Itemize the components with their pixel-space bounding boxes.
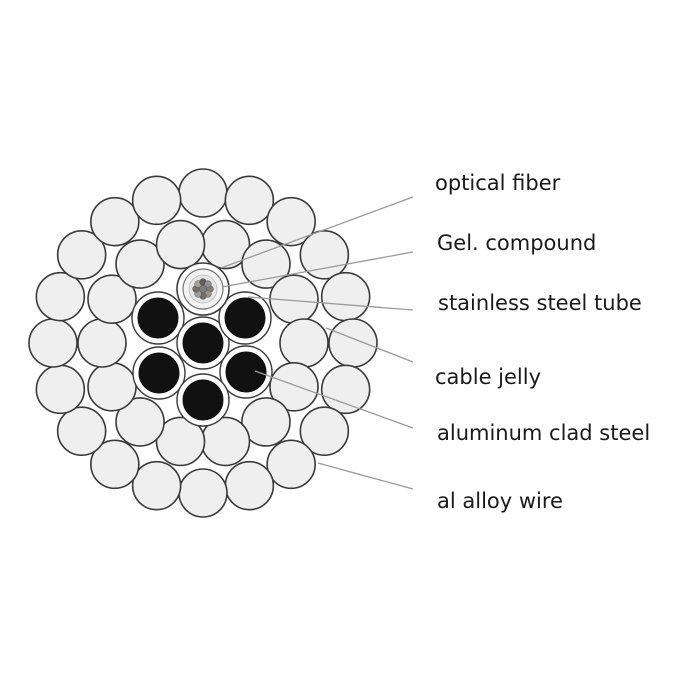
al-alloy-wire-inner (241, 239, 291, 289)
al-alloy-wire-outer (35, 271, 86, 322)
al-alloy-wire-outer (266, 196, 316, 247)
al-alloy-wire-outer (131, 175, 182, 226)
al-alloy-wire-outer (224, 460, 275, 511)
al-alloy-wire-outer (299, 406, 350, 456)
label-optical-fiber: optical fiber (435, 171, 561, 195)
al-alloy-wire-inner (241, 397, 291, 447)
aluminum-clad-steel-core (138, 352, 180, 394)
al-alloy-wire-inner (155, 416, 206, 467)
aluminum-clad-steel-core (182, 322, 224, 364)
al-alloy-wire-inner (269, 362, 319, 412)
leader-line (247, 296, 414, 311)
optical-fiber-strand (204, 280, 212, 288)
al-alloy-wire-outer (266, 439, 316, 490)
al-alloy-wire-outer (320, 364, 371, 415)
al-alloy-wire-inner (87, 274, 137, 324)
al-alloy-wire-inner (279, 318, 329, 368)
leader-lines (220, 196, 414, 490)
al-alloy-wire-outer (90, 439, 140, 490)
al-alloy-wire-outer (224, 175, 275, 226)
al-alloy-wire-outer (299, 230, 350, 280)
al-alloy-wire-outer (320, 271, 371, 322)
al-alloy-wire-outer (178, 468, 228, 518)
al-alloy-wire-outer (35, 364, 86, 415)
al-alloy-wire-outer (328, 318, 378, 368)
al-alloy-wire-inner (87, 362, 137, 412)
wires-layer (28, 168, 378, 518)
label-cable-jelly: cable jelly (435, 365, 542, 389)
leader-line (221, 251, 414, 288)
al-alloy-wire-inner (155, 219, 206, 270)
label-al-alloy-wire: al alloy wire (437, 489, 563, 513)
leader-line (220, 196, 414, 269)
aluminum-clad-steel-core (182, 379, 224, 421)
optical-fiber-strand (199, 285, 207, 293)
al-alloy-wire-outer (56, 406, 107, 456)
aluminum-clad-steel-core (224, 297, 266, 339)
al-alloy-wire-outer (90, 196, 140, 247)
al-alloy-wire-outer (56, 230, 107, 280)
label-aluminum-clad-steel: aluminum clad steel (437, 421, 651, 445)
al-alloy-wire-inner (115, 239, 165, 289)
al-alloy-wire-outer (28, 318, 78, 368)
label-gel-compound: Gel. compound (437, 231, 597, 255)
leader-line (317, 462, 414, 490)
al-alloy-wire-inner (115, 397, 165, 447)
al-alloy-wire-inner (77, 318, 127, 368)
al-alloy-wire-outer (178, 168, 228, 218)
aluminum-clad-steel-core (225, 351, 267, 393)
al-alloy-wire-outer (131, 460, 182, 511)
label-stainless-steel-tube: stainless steel tube (438, 291, 642, 315)
leader-line (325, 327, 414, 363)
leader-line (254, 370, 414, 429)
aluminum-clad-steel-core (137, 297, 179, 339)
